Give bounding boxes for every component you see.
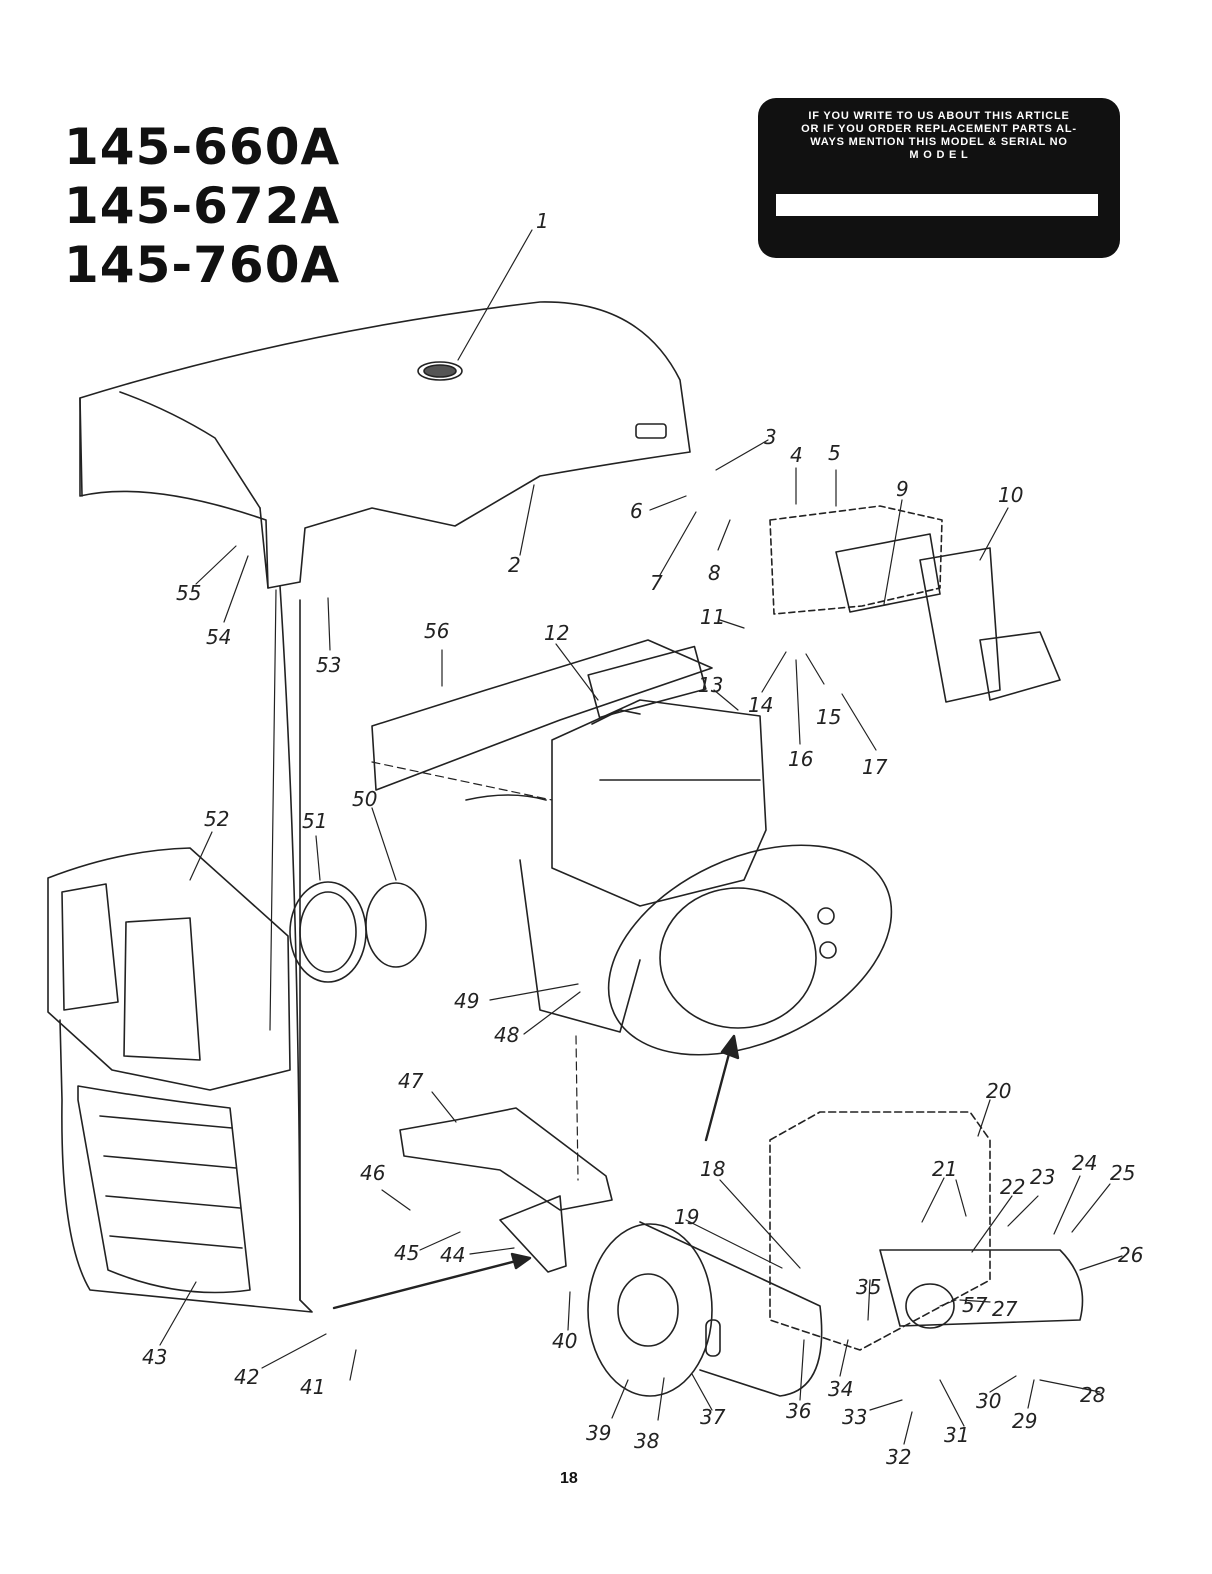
shroud-part <box>371 639 713 791</box>
callout-44: 44 <box>440 1243 465 1267</box>
model-number: 145-760A <box>64 236 341 294</box>
callout-23: 23 <box>1030 1165 1055 1189</box>
callout-27: 27 <box>992 1297 1018 1321</box>
callout-36: 36 <box>786 1399 811 1423</box>
info-line: OR IF YOU ORDER REPLACEMENT PARTS AL- <box>801 123 1077 135</box>
callout-5: 5 <box>828 441 841 465</box>
callout-39: 39 <box>586 1421 611 1445</box>
callout-52: 52 <box>204 807 229 831</box>
callout-48: 48 <box>494 1023 519 1047</box>
serial-info-box: IF YOU WRITE TO US ABOUT THIS ARTICLE OR… <box>758 98 1120 258</box>
callout-12: 12 <box>544 621 569 645</box>
headlight-part <box>289 881 427 983</box>
callout-26: 26 <box>1118 1243 1143 1267</box>
callout-7: 7 <box>650 571 663 595</box>
callout-29: 29 <box>1012 1409 1037 1433</box>
callout-20: 20 <box>986 1079 1011 1103</box>
callout-6: 6 <box>630 499 643 523</box>
callout-38: 38 <box>634 1429 659 1453</box>
callout-10: 10 <box>998 483 1023 507</box>
callout-56: 56 <box>424 619 449 643</box>
callout-50: 50 <box>352 787 377 811</box>
callout-49: 49 <box>454 989 479 1013</box>
callout-19: 19 <box>674 1205 699 1229</box>
callout-41: 41 <box>300 1375 325 1399</box>
grille-part <box>47 847 291 1294</box>
battery-box-part <box>769 505 1061 703</box>
model-number: 145-660A <box>64 118 341 176</box>
callout-53: 53 <box>316 653 341 677</box>
callout-40: 40 <box>552 1329 577 1353</box>
callout-2: 2 <box>508 553 521 577</box>
callout-18: 18 <box>700 1157 725 1181</box>
callout-46: 46 <box>360 1161 385 1185</box>
callout-labels: 1 2 3 4 5 6 7 8 9 10 11 12 13 14 15 16 1… <box>142 209 1143 1469</box>
callout-17: 17 <box>862 755 888 779</box>
callout-9: 9 <box>896 477 909 501</box>
callout-30: 30 <box>976 1389 1001 1413</box>
info-line: M O D E L <box>909 149 969 161</box>
serial-number-field <box>776 194 1098 216</box>
callout-14: 14 <box>748 693 773 717</box>
callout-51: 51 <box>302 809 327 833</box>
callout-24: 24 <box>1072 1151 1097 1175</box>
engine-mount-part <box>399 1107 613 1273</box>
callout-45: 45 <box>394 1241 419 1265</box>
callout-8: 8 <box>708 561 721 585</box>
callout-37: 37 <box>700 1405 726 1429</box>
callout-57: 57 <box>962 1293 988 1317</box>
engine-part <box>465 699 893 1056</box>
callout-55: 55 <box>176 581 201 605</box>
callout-28: 28 <box>1080 1383 1105 1407</box>
pulley-cover-part <box>587 1221 823 1397</box>
hood-part <box>79 301 691 589</box>
callout-35: 35 <box>856 1275 881 1299</box>
callout-42: 42 <box>234 1365 259 1389</box>
callout-21: 21 <box>932 1157 957 1181</box>
callout-3: 3 <box>764 425 777 449</box>
info-line: IF YOU WRITE TO US ABOUT THIS ARTICLE <box>808 110 1070 122</box>
callout-47: 47 <box>398 1069 424 1093</box>
callout-4: 4 <box>790 443 803 467</box>
model-number: 145-672A <box>64 177 341 235</box>
callout-15: 15 <box>816 705 841 729</box>
fuel-tank-part <box>769 1111 991 1351</box>
muffler-part <box>879 1249 1084 1329</box>
model-numbers: 145-660A 145-672A 145-760A <box>64 118 340 295</box>
callout-33: 33 <box>842 1405 867 1429</box>
callout-1: 1 <box>536 209 549 233</box>
callout-43: 43 <box>142 1345 167 1369</box>
assembly-arrows <box>269 589 740 1310</box>
callout-11: 11 <box>700 605 725 629</box>
callout-22: 22 <box>1000 1175 1025 1199</box>
callout-25: 25 <box>1110 1161 1135 1185</box>
leader-lines <box>159 229 1123 1445</box>
callout-16: 16 <box>788 747 813 771</box>
callout-31: 31 <box>944 1423 969 1447</box>
info-line: WAYS MENTION THIS MODEL & SERIAL NO <box>810 136 1068 148</box>
callout-13: 13 <box>698 673 723 697</box>
dash-panel-part <box>59 585 313 1313</box>
callout-32: 32 <box>886 1445 911 1469</box>
callout-34: 34 <box>828 1377 853 1401</box>
callout-54: 54 <box>206 625 231 649</box>
page-number: 18 <box>560 1470 578 1487</box>
